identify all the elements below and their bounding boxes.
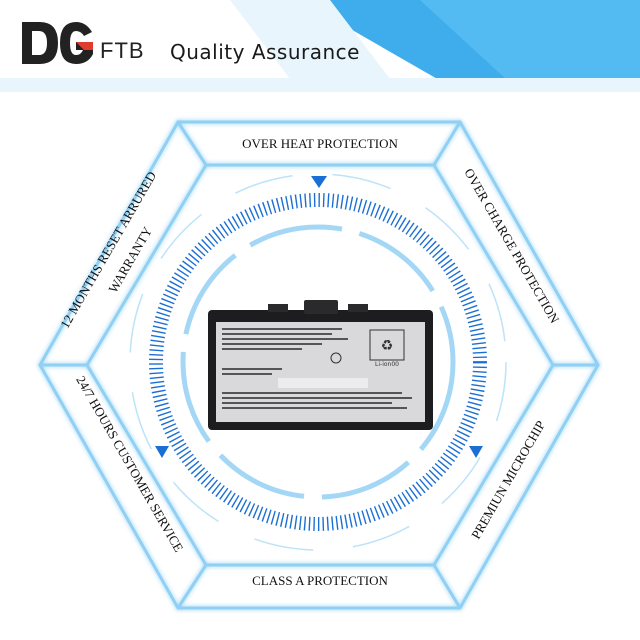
tick-ring <box>149 193 487 531</box>
arrow-right-icon <box>469 446 483 458</box>
feature-bottom-left: 24/7 HOURS CUSTOMER SERVICE <box>73 373 186 554</box>
banner-background <box>0 0 640 92</box>
banner-title: Quality Assurance <box>170 40 360 64</box>
hexagon-connectors <box>40 121 598 609</box>
feature-bottom: CLASS A PROTECTION <box>252 573 388 588</box>
header-banner: FTB Quality Assurance <box>0 0 640 92</box>
feature-top: OVER HEAT PROTECTION <box>242 136 398 151</box>
arc-ring <box>180 224 456 500</box>
brand-suffix: FTB <box>100 38 145 63</box>
arrow-left-icon <box>155 446 169 458</box>
recycle-label: Li-ion00 <box>375 361 399 368</box>
svg-text:♻: ♻ <box>381 338 394 354</box>
feature-top-right: OVER CHARGE PROTECTION <box>461 166 562 327</box>
outer-arc-ring <box>129 173 507 551</box>
dg-logo-icon <box>22 22 93 64</box>
battery-image: ♻ Li-ion00 <box>208 300 433 430</box>
arrow-top-icon <box>311 176 327 188</box>
